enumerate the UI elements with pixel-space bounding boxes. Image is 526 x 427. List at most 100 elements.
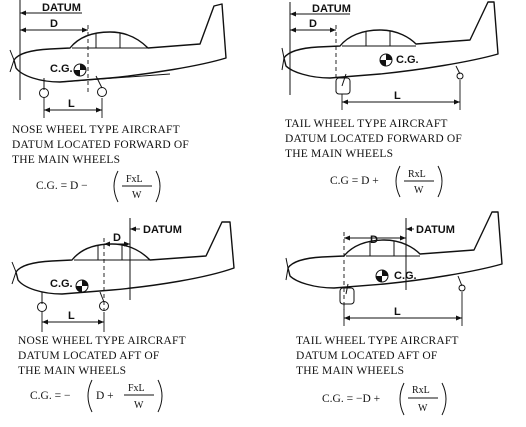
cg-symbol-icon bbox=[75, 279, 89, 293]
tail-wheel-icon bbox=[458, 284, 466, 292]
formula-denominator: W bbox=[134, 400, 144, 411]
caption-line-2: DATUM LOCATED AFT OF bbox=[18, 350, 159, 362]
paren-right bbox=[441, 382, 447, 416]
paren-outer-right bbox=[157, 379, 163, 413]
nose-wheel-icon bbox=[37, 302, 47, 312]
formula-denominator: W bbox=[418, 403, 428, 414]
cabin-windows bbox=[97, 245, 123, 260]
formula-denominator: W bbox=[132, 190, 142, 201]
formula-denominator: W bbox=[414, 185, 424, 196]
cg-symbol-icon bbox=[73, 63, 87, 77]
paren-right bbox=[155, 170, 161, 203]
paren-left bbox=[399, 382, 405, 416]
airplane-outline bbox=[15, 221, 235, 295]
cg-symbol-icon bbox=[375, 269, 389, 283]
tail-gear bbox=[457, 275, 463, 287]
formula-prefix: C.G = D + bbox=[330, 175, 379, 187]
panel-nose-wheel-datum-forward: DATUM D C.G. L NOSE WHEEL TYPE AI bbox=[9, 0, 227, 203]
l-label: L bbox=[394, 306, 401, 318]
caption-line-1: TAIL WHEEL TYPE AIRCRAFT bbox=[296, 335, 459, 347]
propeller-icon bbox=[9, 49, 15, 73]
d-arrow-left bbox=[290, 27, 296, 33]
d-arrow-left bbox=[344, 235, 350, 241]
paren-right bbox=[437, 165, 443, 198]
d-arrow-right bbox=[330, 27, 336, 33]
caption-line-3: THE MAIN WHEELS bbox=[296, 365, 404, 377]
caption-line-2: DATUM LOCATED FORWARD OF bbox=[285, 133, 462, 145]
wing-lower bbox=[59, 73, 171, 83]
l-arrow-left bbox=[342, 99, 348, 105]
cg-label: C.G. bbox=[396, 54, 419, 66]
datum-arrowhead bbox=[130, 226, 136, 232]
formula-numerator: RxL bbox=[412, 385, 430, 396]
caption-line-3: THE MAIN WHEELS bbox=[285, 148, 393, 160]
cg-label: C.G. bbox=[50, 278, 73, 290]
caption-line-1: TAIL WHEEL TYPE AIRCRAFT bbox=[285, 118, 448, 130]
main-gear bbox=[95, 75, 103, 89]
datum-arrowhead bbox=[20, 10, 26, 16]
caption-line-3: THE MAIN WHEELS bbox=[18, 365, 126, 377]
panel-tail-wheel-datum-forward: DATUM D C.G. L TAIL WHEEL TYPE AIRCRAFT … bbox=[281, 1, 499, 198]
d-label: D bbox=[113, 232, 121, 244]
l-arrow-right bbox=[98, 319, 104, 325]
caption-line-1: NOSE WHEEL TYPE AIRCRAFT bbox=[12, 124, 180, 136]
main-wheel-fairing-icon bbox=[335, 77, 351, 95]
cabin-windows bbox=[365, 31, 391, 46]
l-arrow-left bbox=[344, 315, 350, 321]
main-gear bbox=[99, 291, 105, 303]
l-arrow-right bbox=[454, 99, 460, 105]
datum-label: DATUM bbox=[312, 3, 351, 15]
datum-arrowhead bbox=[290, 11, 296, 17]
paren-outer-left bbox=[87, 379, 93, 413]
datum-label: DATUM bbox=[416, 224, 455, 236]
main-wheel-fairing-icon bbox=[339, 287, 355, 305]
main-wheel-icon bbox=[99, 301, 109, 311]
l-label: L bbox=[68, 310, 75, 322]
l-label: L bbox=[394, 90, 401, 102]
cg-symbol-icon bbox=[379, 53, 393, 67]
formula-prefix: C.G. = − bbox=[30, 390, 70, 402]
l-arrow-left bbox=[44, 107, 50, 113]
d-arrow-right bbox=[82, 27, 88, 33]
formula-numerator: FxL bbox=[128, 383, 145, 394]
propeller-icon bbox=[11, 261, 17, 285]
datum-arrowhead bbox=[406, 226, 412, 232]
paren-left bbox=[113, 170, 119, 203]
caption-line-2: DATUM LOCATED FORWARD OF bbox=[12, 139, 189, 151]
tail-wheel-icon bbox=[456, 72, 464, 80]
formula-numerator: RxL bbox=[408, 169, 426, 180]
propeller-icon bbox=[285, 257, 289, 281]
l-arrow-right bbox=[96, 107, 102, 113]
panel-nose-wheel-datum-aft: DATUM D C.G. L NOSE WHEEL TYPE AIRCRAFT … bbox=[11, 218, 235, 413]
panel-tail-wheel-datum-aft: DATUM D C.G. L TAIL WHEEL TYPE AIRCRAFT … bbox=[285, 211, 503, 416]
cabin-windows bbox=[95, 33, 121, 48]
nose-wheel-icon bbox=[39, 88, 49, 98]
airplane-outline bbox=[283, 1, 499, 79]
caption-line-3: THE MAIN WHEELS bbox=[12, 154, 120, 166]
l-label: L bbox=[68, 98, 75, 110]
formula-numerator: FxL bbox=[126, 174, 143, 185]
l-arrow-right bbox=[456, 315, 462, 321]
main-gear bbox=[341, 73, 347, 87]
caption-line-1: NOSE WHEEL TYPE AIRCRAFT bbox=[18, 335, 186, 347]
airplane-outline bbox=[287, 211, 503, 289]
main-gear bbox=[345, 283, 349, 295]
paren-left bbox=[395, 165, 401, 198]
cabin-windows bbox=[369, 241, 395, 256]
caption-line-2: DATUM LOCATED AFT OF bbox=[296, 350, 437, 362]
main-wheel-icon bbox=[97, 87, 107, 97]
datum-label: DATUM bbox=[42, 2, 81, 14]
d-arrow-left bbox=[20, 27, 26, 33]
l-arrow-left bbox=[42, 319, 48, 325]
d-label: D bbox=[309, 18, 317, 30]
formula-inner: D + bbox=[96, 390, 114, 402]
cg-label: C.G. bbox=[50, 63, 73, 75]
propeller-icon bbox=[281, 47, 285, 71]
d-arrow-right bbox=[400, 235, 406, 241]
cg-label: C.G. bbox=[394, 270, 417, 282]
datum-label: DATUM bbox=[143, 224, 182, 236]
formula-prefix: C.G. = D − bbox=[36, 180, 88, 192]
formula-prefix: C.G. = −D + bbox=[322, 393, 380, 405]
d-label: D bbox=[50, 18, 58, 30]
